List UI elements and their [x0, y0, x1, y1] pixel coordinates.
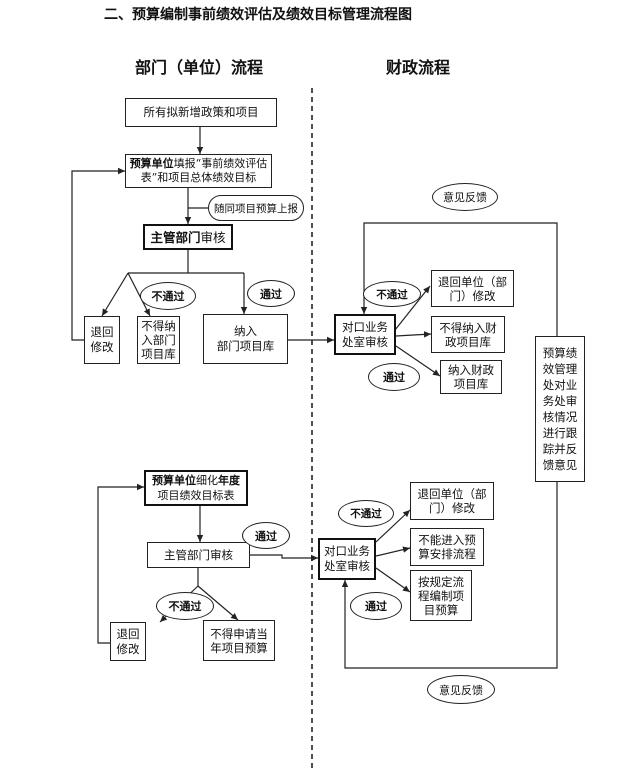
box-fin-review-bottom-label: 对口业务 处室审核: [324, 544, 370, 573]
box-refine-targets: 预算单位细化年度项目绩效目标表: [144, 470, 248, 506]
box-dept-review: 主管部门审核: [143, 224, 233, 250]
oval-fin-pass-bottom: 通过: [350, 592, 402, 620]
box-return-modify-bottom: 退回 修改: [110, 622, 146, 661]
arrow-to-return-modify: [101, 272, 129, 317]
arrow-to-into-fin: [395, 345, 441, 377]
box-compile-budget: 按规定流 程编制项 目预算: [410, 570, 472, 621]
box-into-lib: 纳入 部门项目库: [203, 314, 288, 364]
dept-review-rest: 审核: [200, 229, 226, 245]
oval-fail-bottom: 不通过: [156, 592, 214, 620]
arrow-dept2-to-fin: [250, 554, 318, 562]
fill-form-rest: 填报“事前绩效评估表”和项目总体绩效目标: [140, 157, 268, 184]
note-submit-with-budget-label: 随同项目预算上报: [214, 202, 298, 215]
column-header-left: 部门（单位）流程: [135, 58, 264, 77]
note-submit-with-budget: 随同项目预算上报: [208, 195, 304, 221]
loop-return-to-refine: [97, 483, 144, 644]
box-return-unit-top-label: 退回单位（部 门）修改: [438, 274, 507, 303]
box-into-fin: 纳入财政 项目库: [440, 360, 502, 394]
column-header-right: 财政流程: [386, 58, 451, 77]
feedback-loop-top: [360, 222, 558, 336]
oval-fin-pass-top-label: 通过: [383, 371, 405, 384]
box-fin-review-bottom: 对口业务 处室审核: [318, 538, 376, 580]
box-track-feedback: 预算绩 效管理 处对业 务处审 核情况 进行跟 踪并反 馈意见: [535, 336, 585, 482]
oval-fin-pass-bottom-label: 通过: [365, 600, 387, 613]
arrow-to-not-apply: [197, 585, 239, 621]
box-return-unit-top: 退回单位（部 门）修改: [431, 270, 514, 307]
oval-fin-fail-bottom-label: 不通过: [350, 508, 382, 520]
dept-review-bold: 主管部门: [150, 229, 201, 245]
arrow-to-no-entry: [375, 546, 411, 557]
box-not-apply: 不得申请当 年项目预算: [203, 620, 275, 661]
box-not-into-lib: 不得纳 入部门 项目库: [137, 316, 180, 364]
box-new-policy-label: 所有拟新增政策和项目: [143, 105, 259, 119]
arrow-to-not-into-fin: [395, 331, 432, 338]
page-title: 二、预算编制事前绩效评估及绩效目标管理流程图: [104, 7, 412, 23]
feedback-loop-bottom: [341, 482, 558, 669]
box-not-into-fin: 不得纳入财 政项目库: [431, 316, 505, 353]
arrow-to-not-into-lib: [127, 272, 151, 317]
box-into-fin-label: 纳入财政 项目库: [448, 363, 494, 391]
oval-pass-bottom-label: 通过: [255, 529, 277, 543]
box-dept-review-bottom: 主管部门审核: [147, 542, 250, 568]
loop-return-to-fill: [71, 167, 125, 341]
box-not-into-lib-label: 不得纳 入部门 项目库: [141, 319, 176, 361]
oval-feedback-top-label: 意见反馈: [443, 191, 487, 204]
box-fin-review-top-label: 对口业务 处室审核: [342, 319, 388, 349]
arrow-to-return-unit: [394, 285, 431, 331]
box-return-modify: 退回 修改: [84, 316, 120, 364]
oval-feedback-top: 意见反馈: [432, 183, 498, 211]
box-compile-budget-label: 按规定流 程编制项 目预算: [418, 574, 464, 617]
oval-pass-bottom: 通过: [242, 522, 290, 549]
oval-fail-top-label: 不通过: [151, 290, 185, 303]
box-no-entry-label: 不能进入预 算安排流程: [418, 533, 476, 561]
oval-pass-top: 通过: [247, 280, 295, 307]
box-fin-review-top: 对口业务 处室审核: [334, 314, 396, 355]
oval-fail-top: 不通过: [140, 282, 196, 310]
oval-fail-bottom-label: 不通过: [168, 600, 202, 613]
refine-bold-1: 预算单位: [152, 474, 196, 487]
oval-fin-pass-top: 通过: [368, 363, 420, 391]
box-return-modify-bottom-label: 退回 修改: [116, 626, 140, 656]
box-no-entry: 不能进入预 算安排流程: [410, 528, 484, 566]
arrow-to-return-unit-2: [375, 509, 411, 543]
oval-feedback-bottom: 意见反馈: [427, 675, 495, 704]
box-return-unit-bottom: 退回单位（部 门）修改: [410, 482, 494, 520]
refine-line-2: 项目绩效目标表: [157, 489, 235, 502]
oval-fin-fail-bottom: 不通过: [338, 500, 394, 527]
box-not-into-fin-label: 不得纳入财 政项目库: [439, 320, 497, 349]
arrow-to-compile: [375, 567, 411, 593]
box-return-unit-bottom-label: 退回单位（部 门）修改: [417, 487, 487, 515]
oval-fin-fail-top: 不通过: [363, 281, 421, 307]
box-return-modify-label: 退回 修改: [90, 325, 114, 354]
box-into-lib-label: 纳入 部门项目库: [216, 324, 275, 353]
refine-mid: 细化: [196, 474, 218, 487]
box-new-policy: 所有拟新增政策和项目: [125, 98, 277, 127]
box-not-apply-label: 不得申请当 年项目预算: [210, 626, 268, 655]
oval-pass-top-label: 通过: [260, 287, 282, 301]
oval-feedback-bottom-label: 意见反馈: [439, 683, 483, 697]
box-fill-form: 预算单位填报“事前绩效评估表”和项目总体绩效目标: [125, 154, 272, 188]
box-dept-review-bottom-label: 主管部门审核: [164, 547, 233, 562]
refine-bold-2: 年度: [218, 474, 240, 487]
oval-fin-fail-top-label: 不通过: [376, 288, 408, 301]
box-track-feedback-label: 预算绩 效管理 处对业 务处审 核情况 进行跟 踪并反 馈意见: [542, 346, 578, 472]
fill-form-bold: 预算单位: [129, 157, 174, 170]
